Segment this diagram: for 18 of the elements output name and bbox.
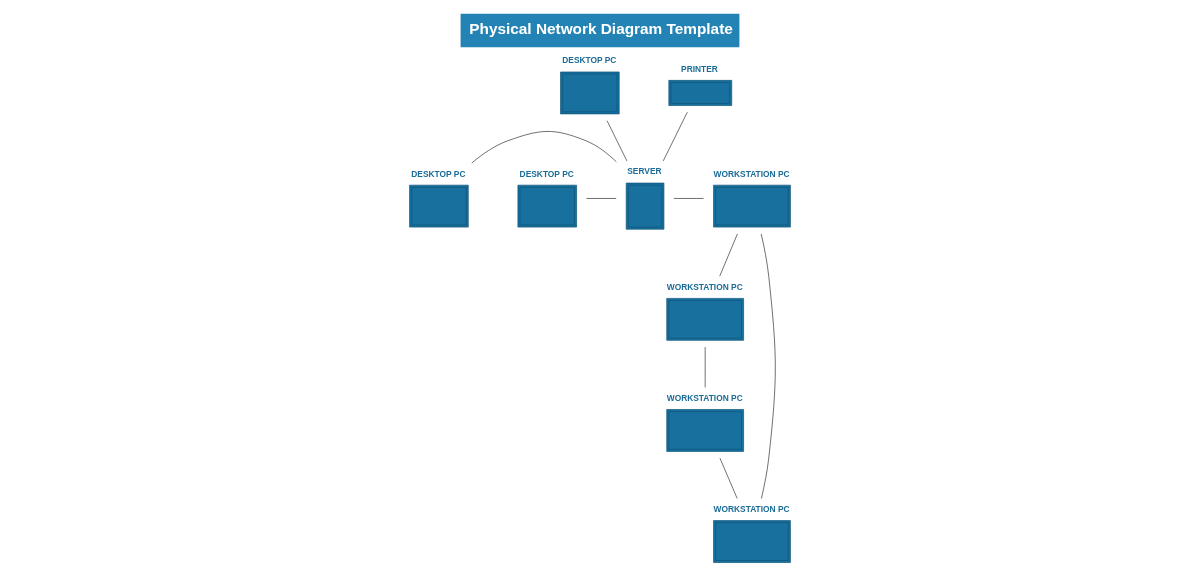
node-label: DESKTOP PC bbox=[411, 168, 466, 179]
node-label: WORKSTATION PC bbox=[666, 281, 743, 292]
node-label: SERVER bbox=[627, 166, 662, 177]
connector bbox=[719, 457, 738, 499]
connector bbox=[760, 233, 776, 499]
connector bbox=[662, 111, 688, 162]
connector bbox=[606, 120, 628, 162]
diagram-title: Physical Network Diagram Template bbox=[469, 19, 733, 37]
node-label: DESKTOP PC bbox=[562, 55, 617, 66]
node-label: WORKSTATION PC bbox=[666, 392, 743, 403]
connector bbox=[719, 233, 738, 277]
node-label: WORKSTATION PC bbox=[713, 168, 790, 179]
connector bbox=[586, 198, 617, 199]
connector bbox=[673, 198, 704, 199]
node-label: DESKTOP PC bbox=[519, 168, 574, 179]
node-label: PRINTER bbox=[681, 63, 718, 74]
node-label: WORKSTATION PC bbox=[713, 503, 790, 514]
connector bbox=[471, 131, 617, 164]
